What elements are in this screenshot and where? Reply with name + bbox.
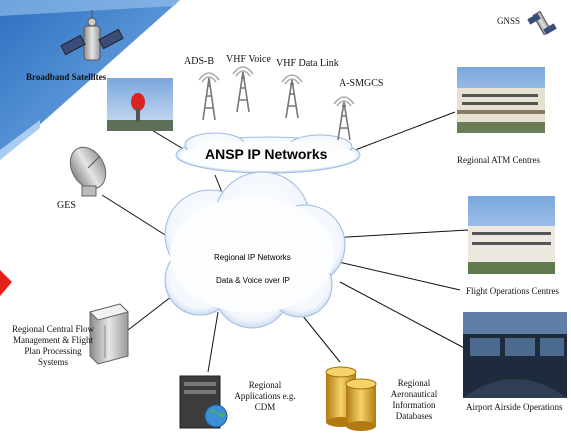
ges-label: GES bbox=[57, 200, 76, 211]
ads-b-tower-icon bbox=[198, 72, 220, 121]
airport-airside-photo bbox=[463, 312, 567, 398]
vhf-data-link-tower-icon bbox=[281, 74, 303, 119]
gnss-label: GNSS bbox=[497, 16, 521, 26]
radio-tower-icons bbox=[198, 66, 355, 141]
regional-applications-label: Regional Applications e.g. CDM bbox=[234, 380, 296, 412]
a-smgcs-label: A-SMGCS bbox=[339, 78, 384, 89]
regional-aeronautical-info-label: Regional Aeronautical Information Databa… bbox=[390, 378, 438, 421]
a-smgcs-tower-icon bbox=[333, 96, 355, 141]
regional-cloud bbox=[164, 171, 346, 329]
vhf-voice-tower-icon bbox=[232, 66, 254, 113]
ads-b-label: ADS-B bbox=[184, 56, 215, 67]
regional-network-subtitle: Data & Voice over IP bbox=[216, 276, 290, 285]
red-arrow-icon bbox=[0, 270, 12, 296]
broadband-satellites-label: Broadband Satellites bbox=[26, 72, 107, 82]
radar-photo bbox=[107, 78, 173, 131]
flight-operations-photo bbox=[468, 196, 555, 274]
regional-central-flow-label: Regional Central Flow Management & Fligh… bbox=[12, 324, 94, 367]
database-icon bbox=[325, 366, 377, 431]
regional-network-title: Regional IP Networks bbox=[214, 253, 291, 262]
gnss-satellite-icon bbox=[527, 10, 557, 36]
airport-airside-operations-label: Airport Airside Operations bbox=[466, 402, 563, 412]
vhf-data-link-label: VHF Data Link bbox=[276, 58, 339, 69]
ges-dish-icon bbox=[69, 146, 107, 197]
background-banner bbox=[0, 0, 180, 296]
regional-atm-centres-label: Regional ATM Centres bbox=[457, 155, 540, 165]
ansp-network-title: ANSP IP Networks bbox=[205, 146, 328, 162]
ansp-cloud bbox=[175, 132, 361, 174]
vhf-voice-label: VHF Voice bbox=[226, 54, 271, 65]
atm-centre-photo bbox=[457, 67, 545, 133]
satellite-icon bbox=[60, 10, 124, 61]
computer-tower-icon bbox=[179, 375, 228, 429]
flight-operations-centres-label: Flight Operations Centres bbox=[466, 286, 559, 296]
server-rack-icon bbox=[89, 303, 129, 365]
